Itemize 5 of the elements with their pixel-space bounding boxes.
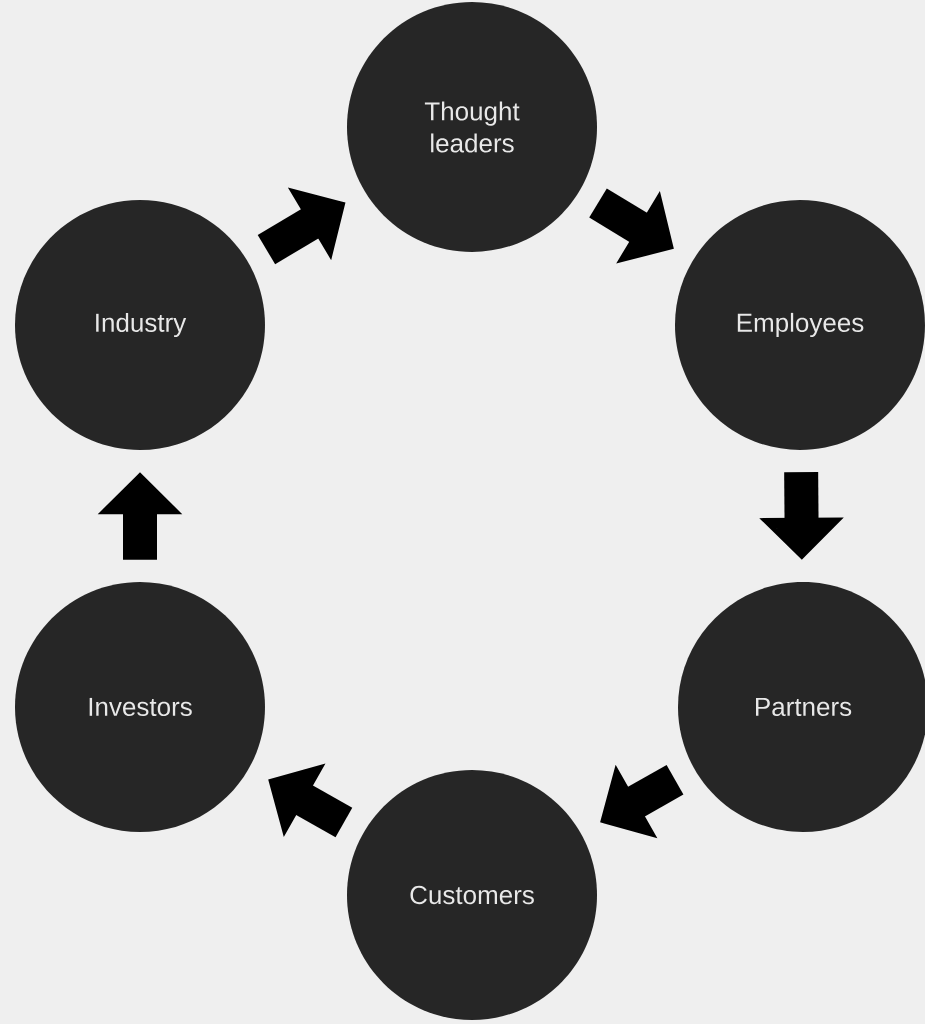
circle-node: Thought leaders (347, 2, 597, 252)
circle-node: Investors (15, 582, 265, 832)
circle-node: Employees (675, 200, 925, 450)
circle-node: Customers (347, 770, 597, 1020)
circle-node: Industry (15, 200, 265, 450)
